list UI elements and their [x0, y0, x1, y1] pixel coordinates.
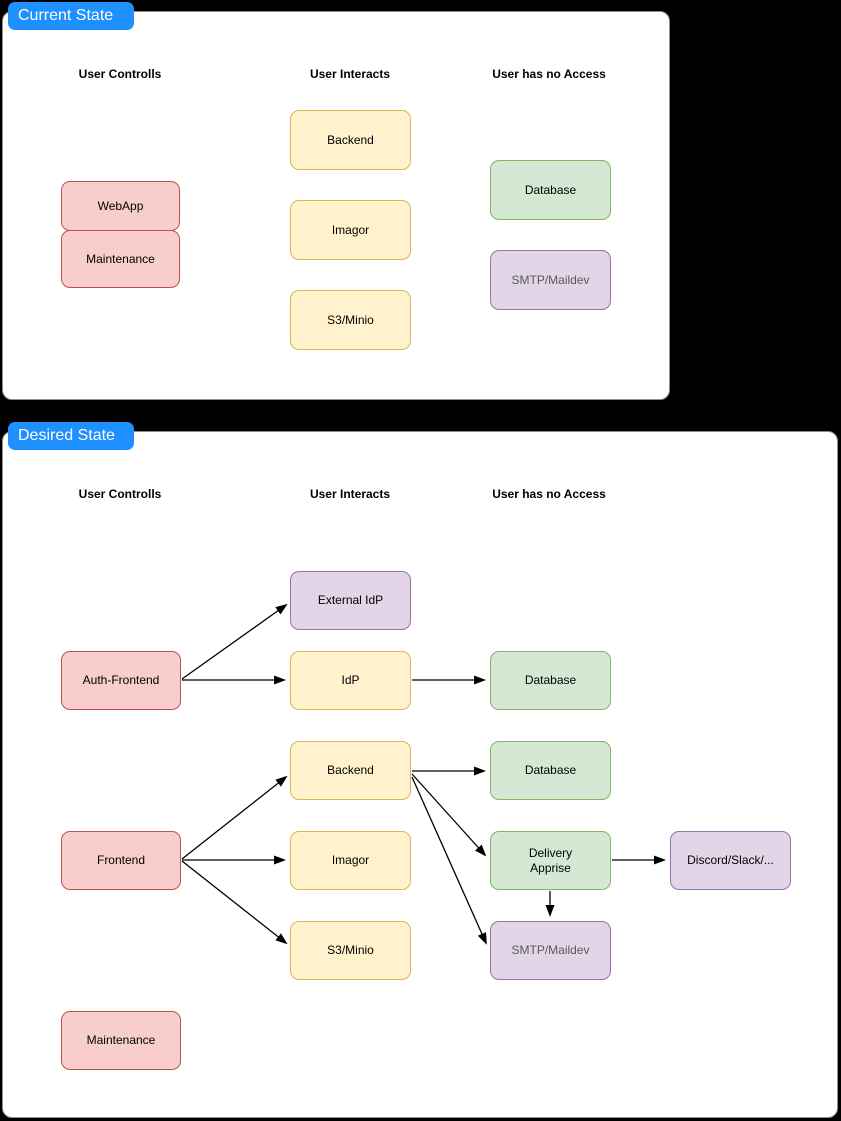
node-frontend: Frontend [61, 831, 181, 890]
node-smtp-maildev: SMTP/Maildev [490, 921, 611, 980]
node-imagor: Imagor [290, 200, 411, 260]
column-header: User Controlls [78, 487, 162, 501]
current-state-tab: Current State [8, 2, 134, 30]
node-external-idp: External IdP [290, 571, 411, 630]
node-database: Database [490, 160, 611, 220]
node-maintenance: Maintenance [61, 1011, 181, 1070]
column-header: User Interacts [309, 67, 391, 81]
node-backend: Backend [290, 741, 411, 800]
node-auth-frontend: Auth-Frontend [61, 651, 181, 710]
column-header: User has no Access [492, 487, 606, 501]
node-database-idp: Database [490, 651, 611, 710]
node-label-line: Delivery [528, 845, 573, 860]
node-webapp: WebApp [61, 181, 180, 231]
node-s3-minio: S3/Minio [290, 290, 411, 350]
column-header: User has no Access [492, 67, 606, 81]
node-maintenance: Maintenance [61, 230, 180, 288]
node-imagor: Imagor [290, 831, 411, 890]
node-database-backend: Database [490, 741, 611, 800]
node-backend: Backend [290, 110, 411, 170]
node-idp: IdP [290, 651, 411, 710]
node-s3-minio: S3/Minio [290, 921, 411, 980]
node-discord-slack: Discord/Slack/... [670, 831, 791, 890]
column-header: User Interacts [309, 487, 391, 501]
desired-state-tab: Desired State [8, 422, 134, 450]
column-header: User Controlls [78, 67, 162, 81]
node-smtp-maildev: SMTP/Maildev [490, 250, 611, 310]
node-label-line: Apprise [530, 860, 571, 875]
